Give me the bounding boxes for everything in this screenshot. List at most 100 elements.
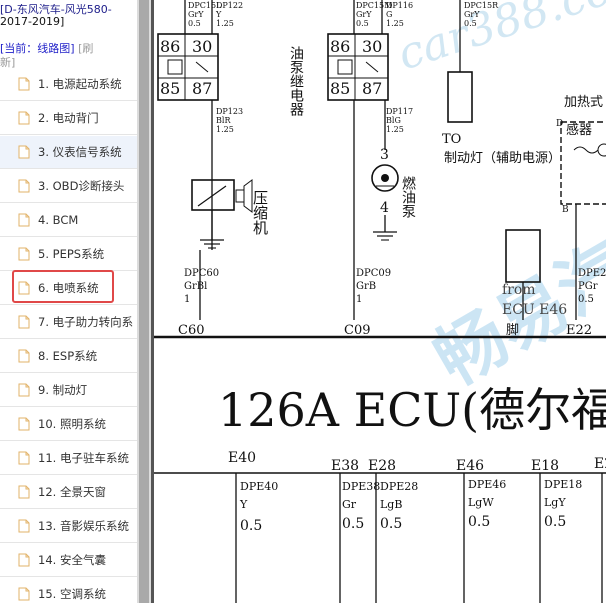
document-icon: [18, 485, 30, 499]
wire-dp116-color: G: [386, 10, 392, 19]
relay1-pin30: 30: [192, 37, 212, 56]
document-icon: [18, 553, 30, 567]
scrollbar-thumb[interactable]: [139, 0, 149, 603]
relay2-pin30: 30: [362, 37, 382, 56]
sidebar-item[interactable]: 7. 电子助力转向系: [0, 306, 137, 339]
sidebar-item-label: 13. 音影娱乐系统: [38, 519, 129, 533]
wire-dp123-color: BlR: [216, 116, 231, 125]
document-icon: [18, 145, 30, 159]
relay2-pin85: 85: [330, 79, 350, 98]
wire-dpe38-color: Gr: [342, 498, 357, 511]
wire-labels-bottom: DPE40 Y 0.5 DPE38 Gr 0.5 DPE28 LgB 0.5 D…: [239, 478, 582, 534]
sidebar-item[interactable]: 2. 电动背门: [0, 102, 137, 135]
sidebar-item[interactable]: 10. 照明系统: [0, 408, 137, 441]
sidebar-item-label: 12. 全景天窗: [38, 485, 106, 499]
sensor-label: 感器: [566, 122, 592, 138]
ecu-output-wires: [235, 473, 603, 603]
relay1-pin87: 87: [192, 79, 212, 98]
sidebar-item[interactable]: 11. 电子驻车系统: [0, 442, 137, 475]
refresh-link-tail[interactable]: 新]: [0, 56, 16, 69]
sensor-pin-b: B: [562, 205, 569, 215]
pin-e38: E38: [331, 458, 359, 474]
motor-pin3: 3: [380, 147, 389, 163]
wire-dp116-code: DP116: [386, 1, 413, 10]
wire-dpe18-code: DPE18: [544, 478, 582, 491]
wire-dpc60-size: 1: [184, 294, 190, 305]
pin-e-partial: E2: [594, 456, 606, 472]
wire-dp117-size: 1.25: [386, 125, 404, 134]
sidebar-item[interactable]: 12. 全景天窗: [0, 476, 137, 509]
wire-dpc60-color: GrBl: [184, 281, 207, 292]
wire-dpe46-code: DPE46: [468, 478, 506, 491]
from-pin-label: 脚: [506, 322, 519, 338]
wire-dpc15m-color: GrY: [356, 10, 372, 19]
sidebar-item[interactable]: 3. OBD诊断接头: [0, 170, 137, 203]
ecu-bottom-pins: E40 E38 E28 E46 E18 E2: [228, 450, 606, 474]
document-icon: [18, 281, 30, 295]
relay2-pin86: 86: [330, 37, 350, 56]
sensor-pin-d: D: [556, 119, 563, 129]
sidebar-item[interactable]: 6. 电喷系统: [0, 272, 137, 305]
wiring-diagram-canvas: car388.co 畅易汽 86 30 85 87 DPC15L GrY 0.5…: [154, 0, 606, 603]
motor-pin4: 4: [380, 200, 389, 216]
sidebar-item-label: 3. 仪表信号系统: [38, 145, 122, 159]
wire-dpc09-size: 1: [356, 294, 362, 305]
ecu-top-pins: C60 C09 E22: [178, 323, 592, 338]
oxygen-sensor: 加热式 感器 D B: [556, 95, 606, 270]
from-ecu-e46: from ECU E46 脚: [502, 229, 567, 338]
fuel-pump-motor: 3 4 燃油泵: [371, 147, 416, 241]
sidebar-title: [D-东风汽车-风光580- 2017-2019]: [0, 4, 137, 28]
relay1-pin85: 85: [160, 79, 180, 98]
wire-dp123-size: 1.25: [216, 125, 234, 134]
pin-e22: E22: [566, 323, 592, 338]
from-label: from: [502, 282, 536, 298]
sidebar-item[interactable]: 8. ESP系统: [0, 340, 137, 373]
brake-light-output: TO 制动灯（辅助电源） DPC15R GrY 0.5: [442, 0, 561, 166]
sidebar-item-label: 4. BCM: [38, 213, 79, 227]
sidebar-item-label: 5. PEPS系统: [38, 247, 105, 261]
pin-e28: E28: [368, 458, 396, 474]
sidebar-item-label: 10. 照明系统: [38, 417, 106, 431]
wire-dpc15m-code: DPC15M: [356, 1, 392, 10]
refresh-link[interactable]: [刷: [78, 42, 94, 55]
wire-dpc15r-size: 0.5: [464, 19, 477, 28]
document-icon: [18, 587, 30, 601]
compressor: 压缩机: [191, 179, 269, 249]
sidebar-item-label: 15. 空调系统: [38, 587, 106, 601]
wire-dpe22-size: 0.5: [578, 294, 594, 305]
sidebar-item[interactable]: 13. 音影娱乐系统: [0, 510, 137, 543]
wiring-diagram: car388.co 畅易汽 86 30 85 87 DPC15L GrY 0.5…: [154, 0, 606, 603]
sidebar-scrollbar[interactable]: [137, 0, 151, 603]
sidebar-item[interactable]: 1. 电源起动系统: [0, 68, 137, 101]
splitter[interactable]: [151, 0, 154, 603]
sidebar-item-label: 9. 制动灯: [38, 383, 88, 397]
wire-dpe22-color: PGr: [578, 281, 598, 292]
sidebar-item-label: 11. 电子驻车系统: [38, 451, 129, 465]
wire-dpe40-color: Y: [239, 498, 248, 511]
brake-light-label: 制动灯（辅助电源）: [444, 151, 561, 166]
wire-dp123-code: DP123: [216, 107, 243, 116]
breadcrumb: [当前：线路图] [刷 新]: [0, 42, 137, 70]
selection-highlight: [12, 270, 114, 303]
sidebar-item-label: 14. 安全气囊: [38, 553, 106, 567]
sidebar-item[interactable]: 14. 安全气囊: [0, 544, 137, 577]
breadcrumb-current[interactable]: [当前：线路图]: [0, 42, 75, 55]
wire-dpe46-size: 0.5: [468, 514, 490, 530]
sidebar-item[interactable]: 5. PEPS系统: [0, 238, 137, 271]
wire-dpc15l-code: DPC15L: [188, 1, 222, 10]
sidebar-item[interactable]: 4. BCM: [0, 204, 137, 237]
sidebar-item[interactable]: 9. 制动灯: [0, 374, 137, 407]
pump-relay-label: 油泵继电器: [288, 46, 304, 116]
document-icon: [18, 111, 30, 125]
ecu-title: 126A ECU(德尔福: [218, 383, 606, 437]
to-label: TO: [442, 132, 461, 147]
sidebar-item[interactable]: 3. 仪表信号系统: [0, 136, 137, 169]
wire-labels-lower: DPC60 GrBl 1 DPC09 GrB 1 DPE22 PGr 0.5: [184, 268, 606, 305]
sidebar-item-label: 7. 电子助力转向系: [38, 315, 134, 329]
wire-labels-relay1: DPC15L GrY 0.5 DP122 Y 1.25 DP123 BlR 1.…: [188, 1, 243, 134]
sidebar-item-label: 8. ESP系统: [38, 349, 98, 363]
title-line2: 2017-2019]: [0, 15, 65, 28]
wire-dpe40-code: DPE40: [240, 480, 278, 493]
sidebar-item[interactable]: 15. 空调系统: [0, 578, 137, 603]
sidebar-item-label: 2. 电动背门: [38, 111, 99, 125]
